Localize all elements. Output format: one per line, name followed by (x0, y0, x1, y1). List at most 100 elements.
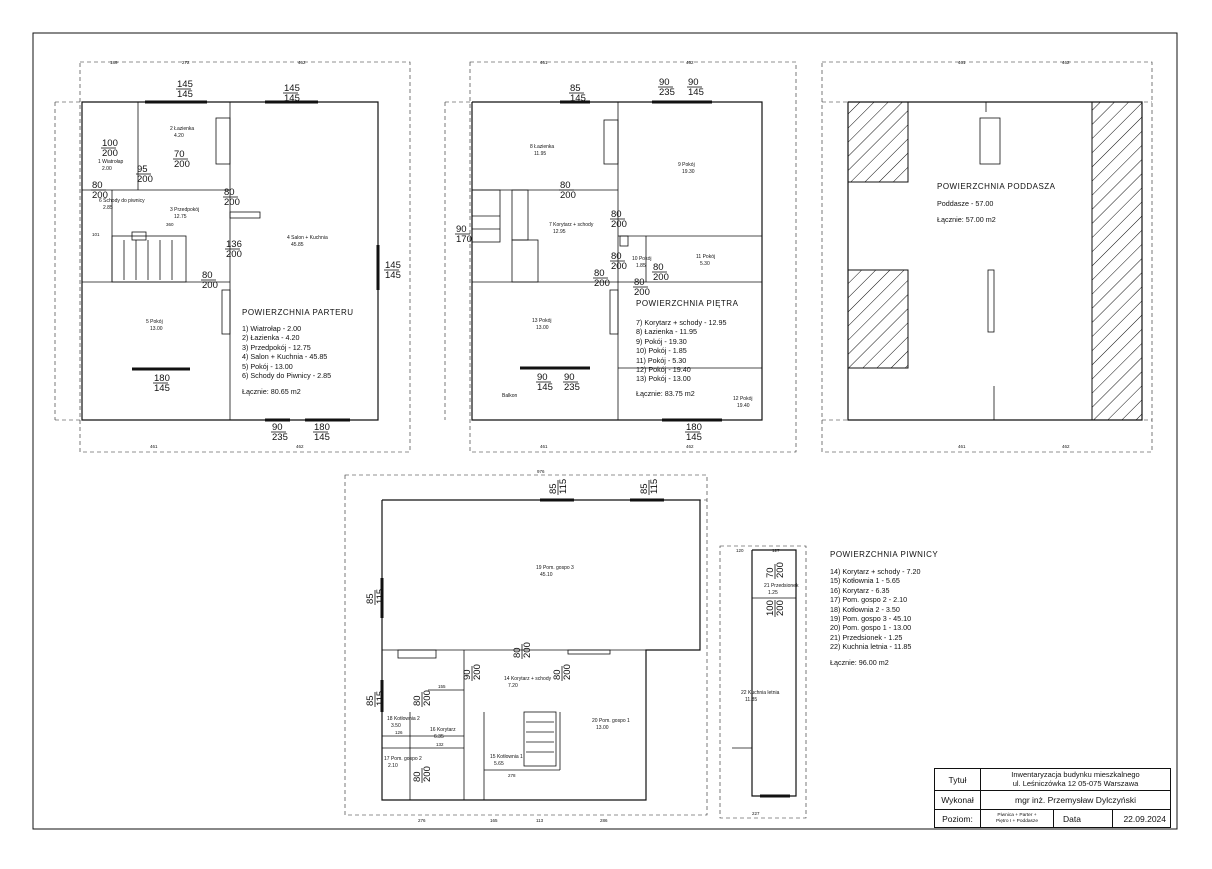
author-key: Wykonał (935, 791, 981, 809)
dim-label: 235 (564, 382, 580, 393)
dim-label: 115 (649, 479, 660, 494)
room-tag: 22 Kuchnia letnia (741, 690, 780, 696)
dim-label: 461 (958, 444, 966, 449)
room-tag: 14 Korytarz + schody (504, 676, 552, 682)
dim-label: 90 (272, 422, 283, 433)
dim-label: 145 (686, 432, 702, 443)
piwnica-room-list: 14) Korytarz + schody - 7.20 15) Kotłown… (830, 567, 921, 667)
dim-label: 145 (177, 89, 193, 100)
dim-label: 461 (958, 60, 966, 65)
dim-label: 235 (272, 432, 288, 443)
dim-label: 272 (182, 60, 190, 65)
dim-label: 80 (224, 187, 235, 198)
dim-label: 90 (462, 669, 473, 680)
dim-label: 126 (395, 730, 403, 735)
dim-label: 200 (560, 190, 576, 201)
dim-label: 101 (92, 232, 100, 237)
dim-label: 85 (570, 83, 581, 94)
date-value: 22.09.2024 (1123, 814, 1166, 824)
dim-label: 461 (150, 444, 158, 449)
room-area: 3.50 (391, 723, 401, 729)
dim-label: 113 (536, 818, 544, 823)
room-area: 2.10 (388, 763, 398, 769)
dim-label: 85 (365, 695, 376, 706)
list-item: 9) Pokój - 19.30 (636, 336, 687, 346)
dim-label: 200 (594, 278, 610, 289)
list-item: 12) Pokój - 19.40 (636, 365, 691, 375)
pietro-plan: 461 462 461 462 85 145 90 235 90 145 80 … (444, 60, 797, 453)
dim-label: 80 (653, 262, 664, 273)
date-key: Data (1053, 810, 1113, 828)
room-area: 19.40 (737, 403, 750, 409)
room-tag: 20 Pom. gospo 1 (592, 718, 630, 724)
poddasze-plan: 461 462 461 462 (821, 60, 1153, 453)
list-item: 5) Pokój - 13.00 (242, 361, 293, 371)
level-line-2: Piętro I + Poddasze (996, 819, 1038, 824)
dim-label: 360 (166, 222, 174, 227)
room-tag: 10 Pokój (632, 256, 651, 262)
dim-label: 227 (752, 811, 760, 816)
dim-label: 976 (537, 469, 545, 474)
room-area: 13.00 (536, 325, 549, 331)
dim-label: 145 (177, 79, 193, 90)
dim-label: 200 (634, 287, 650, 298)
list-item: 13) Pokój - 13.00 (636, 374, 691, 384)
list-item: 4) Salon + Kuchnia - 45.85 (242, 352, 328, 362)
dim-label: 461 (540, 444, 548, 449)
dim-label: 235 (659, 87, 675, 98)
room-area: 13.00 (596, 725, 609, 731)
dim-label: 80 (92, 180, 103, 191)
parter-title: POWIERZCHNIA PARTERU (242, 308, 354, 317)
dim-label: 180 (686, 422, 702, 433)
room-tag: 15 Kotłownia 1 (490, 754, 523, 760)
title-value: Inwentaryzacja budynku mieszkalnego ul. … (981, 769, 1170, 790)
pietro-total: Łącznie: 83.75 m2 (636, 388, 695, 398)
dim-label: 200 (653, 272, 669, 283)
dim-label: 180 (314, 422, 330, 433)
list-item: 22) Kuchnia letnia - 11.85 (830, 642, 912, 652)
dim-label: 70 (174, 149, 185, 160)
dim-label: 189 (110, 60, 118, 65)
dim-label: 145 (154, 383, 170, 394)
dim-label: 80 (412, 771, 423, 782)
room-tag: 12 Pokój (733, 396, 752, 402)
dim-label: 155 (438, 684, 446, 689)
dim-label: 80 (202, 270, 213, 281)
dim-label: 462 (1062, 444, 1070, 449)
author-value: mgr inż. Przemysław Dylczyński (1015, 795, 1136, 805)
piwnica-title: POWIERZCHNIA PIWNICY (830, 550, 939, 559)
room-tag: 17 Pom. gospo 2 (384, 756, 422, 762)
dim-label: 200 (174, 159, 190, 170)
dim-label: 462 (298, 60, 306, 65)
dim-label: 200 (226, 249, 242, 260)
dim-label: 200 (422, 690, 433, 706)
room-area: 13.00 (150, 326, 163, 332)
room-tag: 6 Schody do piwnicy (99, 198, 145, 204)
title-line-1: Inwentaryzacja budynku mieszkalnego (1011, 770, 1140, 779)
dim-label: 180 (154, 373, 170, 384)
dim-label: 200 (522, 642, 533, 658)
dim-label: 200 (422, 766, 433, 782)
room-tag: 7 Korytarz + schody (549, 222, 594, 228)
list-item: 14) Korytarz + schody - 7.20 (830, 567, 921, 576)
room-tag: 2 Łazienka (170, 126, 194, 132)
list-item: 2) Łazienka - 4.20 (242, 333, 300, 343)
dim-label: 90 (456, 224, 467, 235)
dim-label: 80 (634, 277, 645, 288)
dim-label: 115 (558, 479, 569, 494)
dim-label: 165 (490, 818, 498, 823)
dim-label: 85 (639, 483, 650, 494)
room-tag: 9 Pokój (678, 162, 695, 168)
room-area: 11.85 (745, 697, 757, 703)
dim-label: 90 (659, 77, 670, 88)
room-area: 5.30 (700, 261, 710, 267)
dim-label: 90 (564, 372, 575, 383)
list-item: 1) Wiatrołap - 2.00 (242, 324, 302, 333)
balcony-label: Balkon (502, 393, 518, 399)
dim-label: 115 (375, 589, 386, 604)
list-item: 21) Przedsionek - 1.25 (830, 632, 903, 642)
room-area: 19.30 (682, 169, 695, 175)
dim-label: 145 (314, 432, 330, 443)
